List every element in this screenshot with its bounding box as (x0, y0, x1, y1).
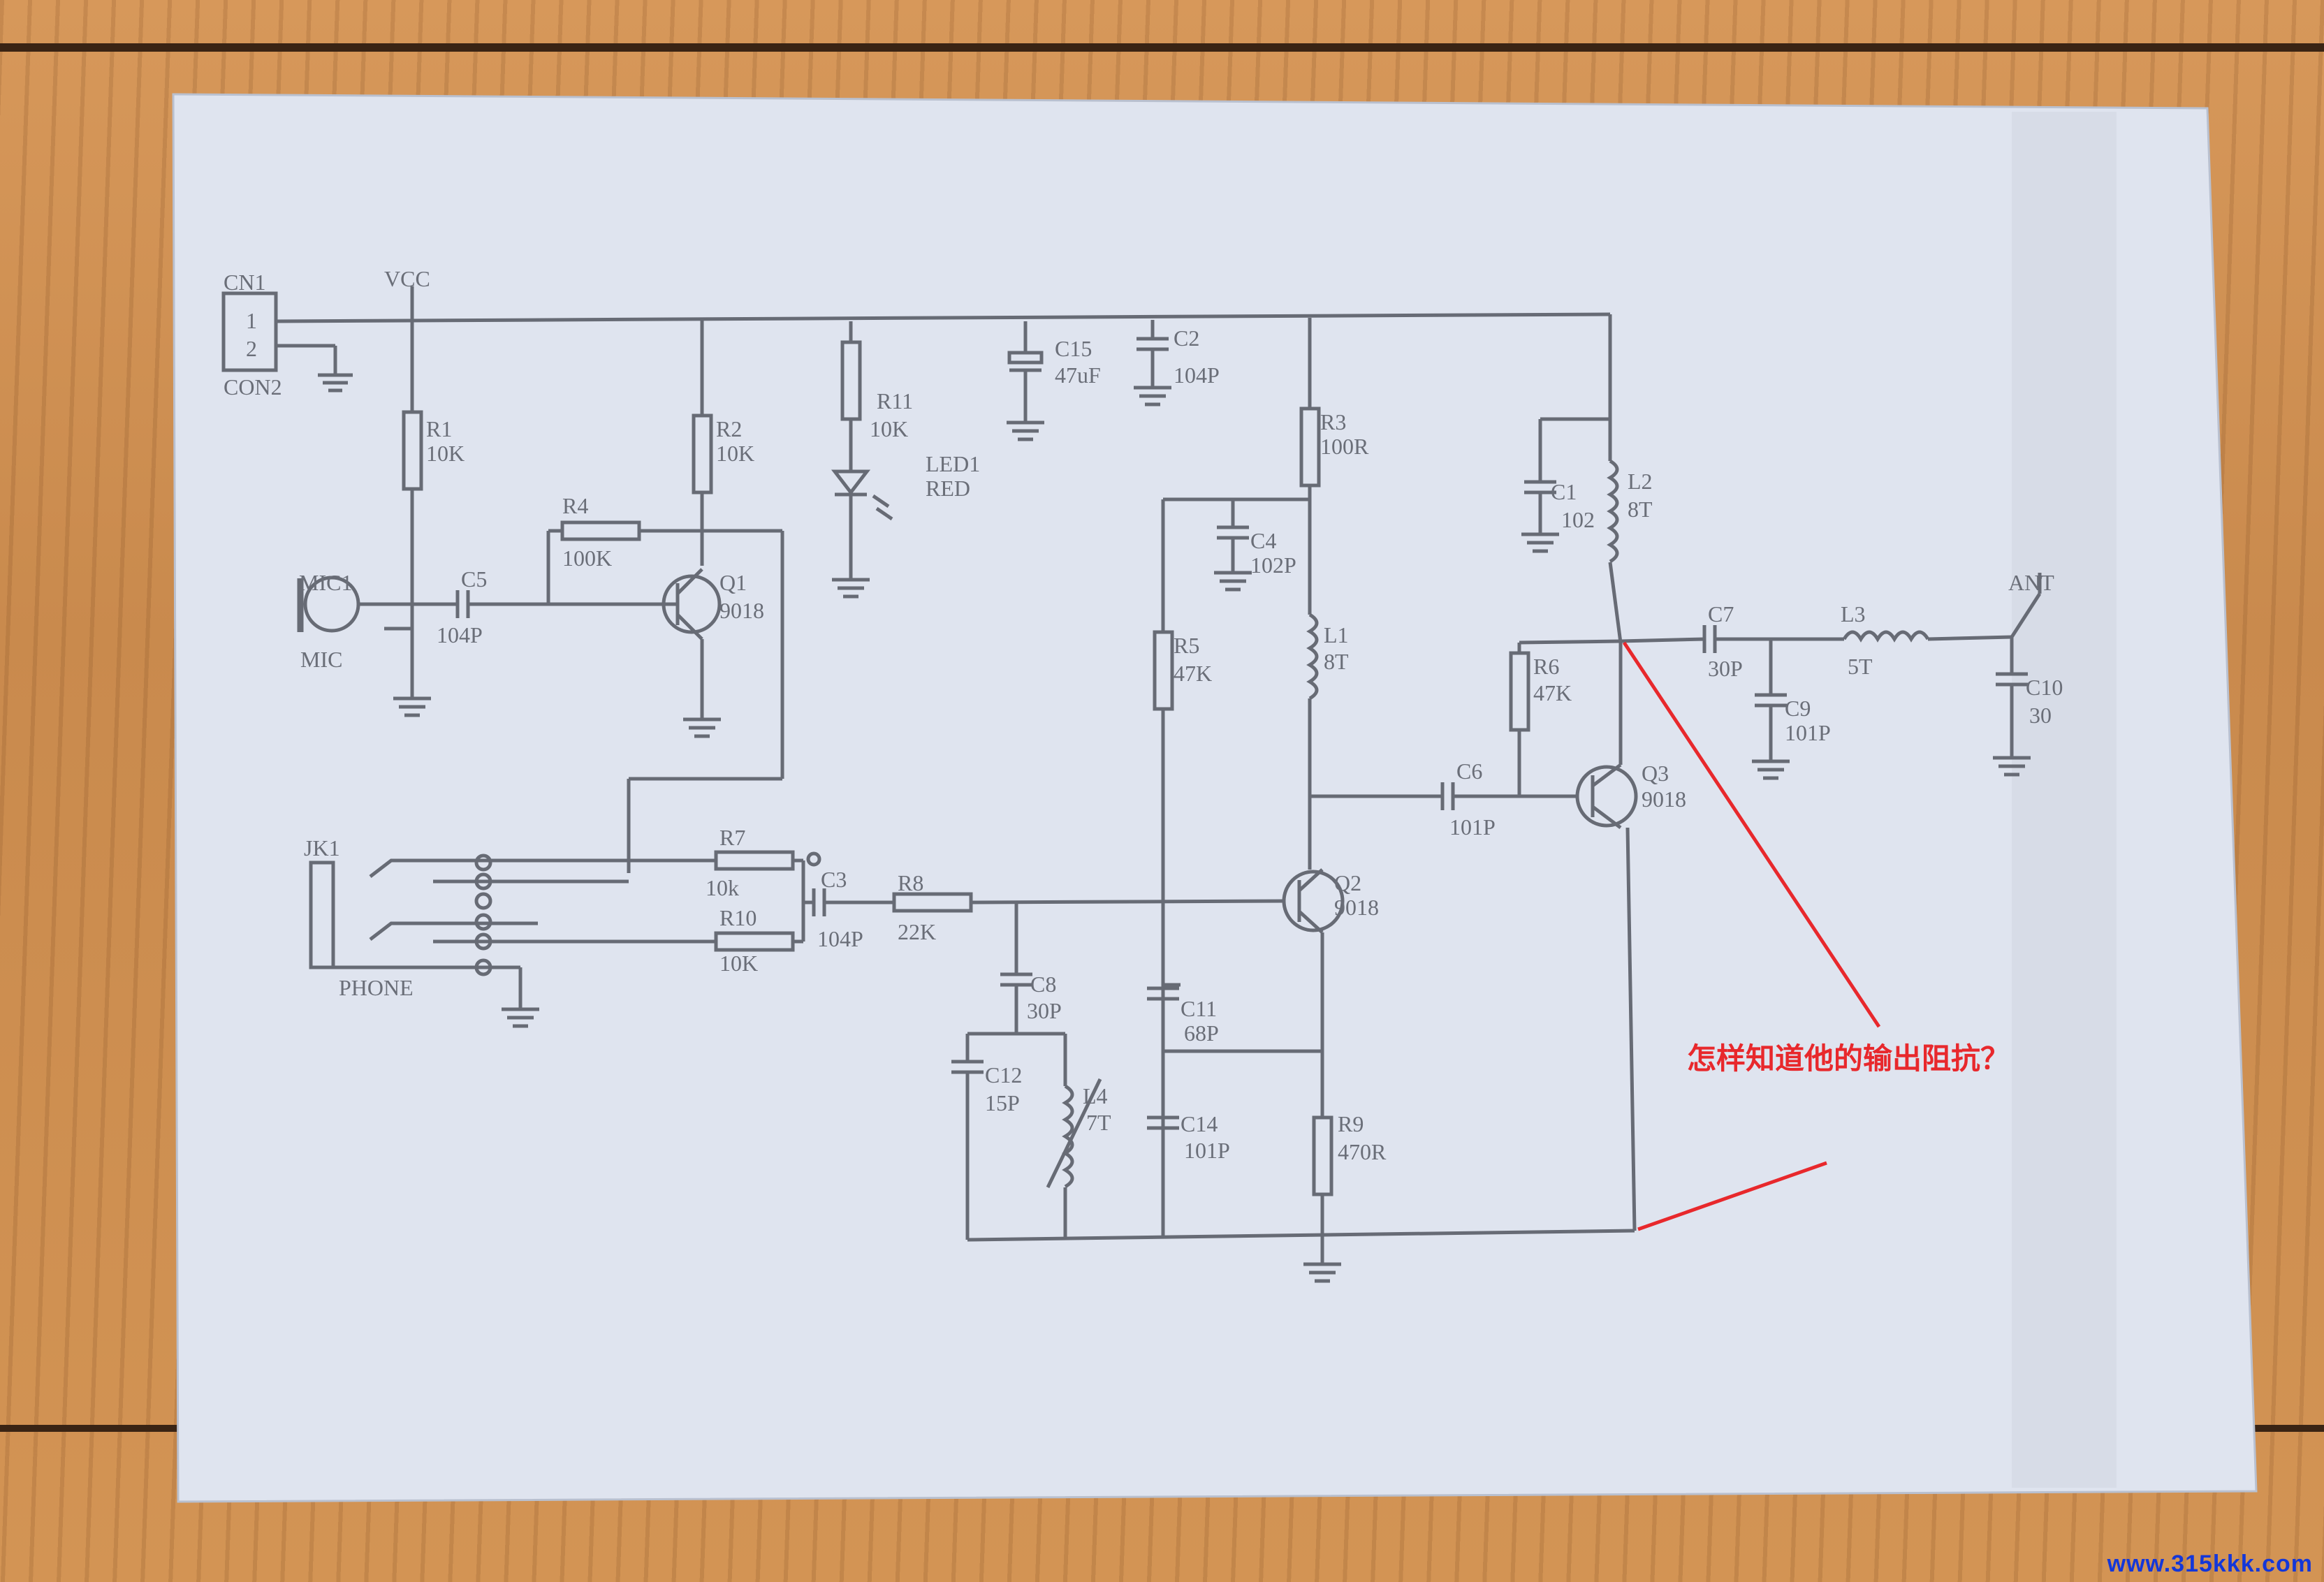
label-cn1: CN1 (224, 270, 265, 295)
label-r6: R6 (1533, 654, 1559, 679)
label-q1: Q1 (719, 570, 747, 595)
label-c1: C1 (1551, 479, 1577, 504)
label-c12-value: 15P (985, 1090, 1020, 1115)
label-c14: C14 (1181, 1111, 1218, 1136)
label-mic: MIC (300, 647, 342, 672)
label-r1: R1 (426, 416, 452, 441)
label-con2: CON2 (224, 374, 282, 400)
label-r5: R5 (1174, 633, 1199, 658)
label-r1-value: 10K (426, 441, 465, 466)
label-jk1: JK1 (304, 835, 340, 860)
label-q2-value: 9018 (1334, 895, 1379, 920)
label-r6-value: 47K (1533, 680, 1572, 705)
label-c10: C10 (2026, 675, 2063, 700)
label-c4-value: 102P (1250, 552, 1296, 578)
label-r3: R3 (1320, 409, 1346, 434)
label-ant: ANT (2008, 570, 2054, 595)
label-r10: R10 (719, 905, 757, 930)
label-c9-value: 101P (1785, 720, 1831, 745)
label-r9-value: 470R (1338, 1139, 1387, 1164)
label-led-value: RED (926, 476, 970, 501)
paper (172, 93, 2258, 1503)
label-mic1: MIC1 (299, 570, 352, 595)
label-c2: C2 (1174, 325, 1199, 351)
label-vcc: VCC (384, 266, 430, 291)
label-l2: L2 (1628, 469, 1653, 494)
label-r8: R8 (898, 870, 923, 895)
component-labels: CN1 CON2 1 2 VCC R1 10K R2 10K R4 100K M… (224, 266, 2063, 1164)
label-q2: Q2 (1334, 870, 1361, 895)
label-r2-value: 10K (716, 441, 754, 466)
label-c2-value: 104P (1174, 362, 1220, 388)
annotation-pointer-lines (1622, 641, 1881, 1231)
label-l4-value: 7T (1086, 1110, 1111, 1135)
label-l3: L3 (1841, 601, 1866, 627)
label-phone: PHONE (339, 975, 414, 1000)
label-c12: C12 (985, 1062, 1022, 1087)
label-c1-value: 102 (1561, 507, 1595, 532)
label-c3: C3 (821, 867, 847, 892)
label-c6: C6 (1456, 759, 1482, 784)
label-pin1: 1 (246, 308, 257, 333)
label-l1-value: 8T (1324, 649, 1349, 674)
label-r9: R9 (1338, 1111, 1364, 1136)
label-r5-value: 47K (1174, 661, 1212, 686)
label-c6-value: 101P (1449, 814, 1496, 840)
label-c11-value: 68P (1184, 1020, 1219, 1046)
label-r8-value: 22K (898, 919, 936, 944)
label-pin2: 2 (246, 336, 257, 361)
label-c5: C5 (461, 566, 487, 592)
label-led1: LED1 (926, 451, 980, 476)
label-l2-value: 8T (1628, 497, 1653, 522)
label-c10-value: 30 (2029, 703, 2052, 728)
label-c7-value: 30P (1708, 656, 1743, 681)
label-c7: C7 (1708, 601, 1734, 627)
label-c14-value: 101P (1184, 1138, 1230, 1163)
label-c3-value: 104P (817, 926, 863, 951)
label-q3: Q3 (1642, 761, 1669, 786)
label-r10-value: 10K (719, 951, 758, 976)
label-r7-value: 10k (706, 875, 739, 900)
plank-gap (0, 43, 2324, 52)
label-c11: C11 (1181, 996, 1217, 1021)
label-c8-value: 30P (1027, 998, 1062, 1023)
label-c5-value: 104P (437, 622, 483, 647)
label-r3-value: 100R (1320, 434, 1369, 459)
watermark: www.315kkk.com (2107, 1551, 2313, 1577)
label-r4-value: 100K (562, 545, 612, 571)
label-c8: C8 (1030, 972, 1056, 997)
label-r11-value: 10K (870, 416, 908, 441)
label-l3-value: 5T (1848, 654, 1873, 679)
label-l1: L1 (1324, 622, 1349, 647)
label-c15: C15 (1055, 336, 1092, 361)
label-r11: R11 (877, 388, 913, 413)
circuit-diagram (221, 286, 2042, 1283)
label-r4: R4 (562, 493, 588, 518)
paper-fold-shadow (2012, 112, 2117, 1488)
label-r7: R7 (719, 825, 745, 850)
label-q3-value: 9018 (1642, 786, 1686, 812)
label-l4: L4 (1083, 1083, 1108, 1108)
annotation-question: 怎样知道他的输出阻抗？ (1687, 1041, 2010, 1076)
label-q1-value: 9018 (719, 598, 764, 623)
label-c15-value: 47uF (1055, 362, 1101, 388)
label-r2: R2 (716, 416, 742, 441)
label-c9: C9 (1785, 696, 1811, 721)
label-c4: C4 (1250, 528, 1276, 553)
